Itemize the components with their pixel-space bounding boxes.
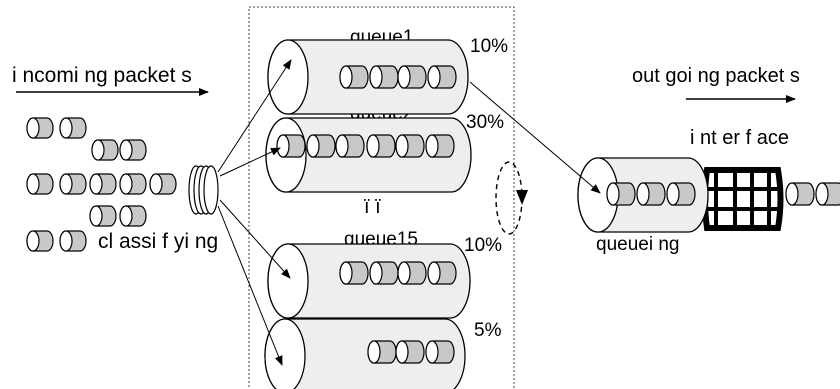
classifying-label: cl assi f yi ng bbox=[98, 230, 218, 253]
incoming-label: i ncomi ng packet s bbox=[12, 64, 192, 87]
queue-percent: 10% bbox=[470, 36, 508, 57]
outgoing-packet-icon bbox=[785, 182, 815, 206]
queued-packet-icon bbox=[276, 134, 306, 158]
classifier-arrow bbox=[219, 147, 281, 177]
queued-packet-icon bbox=[425, 134, 455, 158]
incoming-packet-icon bbox=[59, 117, 87, 139]
queued-packet-icon bbox=[636, 182, 666, 206]
incoming-packet-icon bbox=[89, 173, 117, 195]
queued-packet-icon bbox=[397, 261, 427, 285]
incoming-packet-icon bbox=[59, 173, 87, 195]
queued-packet-icon bbox=[666, 182, 696, 206]
incoming-packet-icon bbox=[149, 173, 177, 195]
incoming-packet-icon bbox=[119, 139, 147, 161]
ellipsis-label: ï ï bbox=[364, 196, 381, 218]
queued-packet-icon bbox=[367, 340, 397, 364]
scheduler-arrow bbox=[469, 81, 601, 194]
queueing-label: queuei ng bbox=[596, 234, 679, 255]
queued-packet-icon bbox=[369, 65, 399, 89]
classifier-icon bbox=[188, 165, 219, 215]
queued-packet-icon bbox=[395, 340, 425, 364]
incoming-packet-icon bbox=[26, 230, 54, 252]
incoming-packet-icon bbox=[26, 173, 54, 195]
queued-packet-icon bbox=[366, 134, 396, 158]
queue-tube bbox=[264, 318, 466, 389]
queued-packet-icon bbox=[339, 261, 369, 285]
incoming-packet-icon bbox=[119, 205, 147, 227]
classifier-arrow bbox=[217, 205, 283, 366]
queued-packet-icon bbox=[306, 134, 336, 158]
interface-label: i nt er f ace bbox=[690, 127, 789, 149]
queued-packet-icon bbox=[427, 65, 457, 89]
queue-percent: 10% bbox=[464, 235, 502, 256]
incoming-packet-icon bbox=[119, 173, 147, 195]
dashed-cycle-arrow-icon bbox=[495, 161, 528, 235]
queued-packet-icon bbox=[339, 65, 369, 89]
scheduler-box bbox=[248, 6, 515, 389]
classifier-arrow bbox=[217, 59, 292, 173]
queued-packet-icon bbox=[395, 134, 425, 158]
queue-percent: 30% bbox=[466, 112, 504, 133]
queued-packet-icon bbox=[369, 261, 399, 285]
incoming-packet-icon bbox=[89, 205, 117, 227]
queued-packet-icon bbox=[425, 340, 455, 364]
queued-packet-icon bbox=[427, 261, 457, 285]
incoming-packet-icon bbox=[59, 230, 87, 252]
queued-packet-icon bbox=[606, 182, 636, 206]
outgoing-label: out goi ng packet s bbox=[632, 65, 800, 87]
incoming-packet-icon bbox=[91, 139, 119, 161]
queue-percent: 5% bbox=[474, 320, 502, 341]
outgoing-packet-icon bbox=[815, 182, 840, 206]
incoming-packet-icon bbox=[26, 117, 54, 139]
barrel-icon bbox=[702, 167, 784, 231]
classifier-arrow bbox=[219, 199, 291, 279]
queued-packet-icon bbox=[335, 134, 365, 158]
queued-packet-icon bbox=[397, 65, 427, 89]
